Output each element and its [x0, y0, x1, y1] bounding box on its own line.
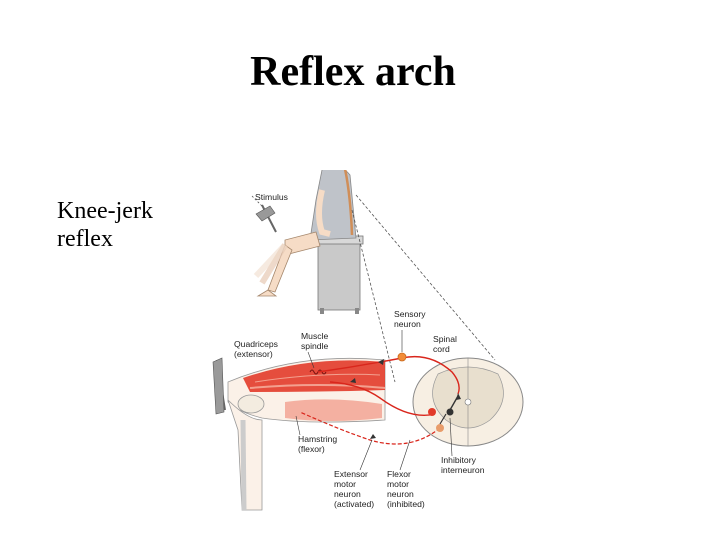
svg-text:spindle: spindle	[301, 341, 328, 351]
svg-text:motor: motor	[387, 479, 409, 489]
spinal-cord-section	[413, 358, 523, 446]
slide-title: Reflex arch	[0, 48, 706, 96]
svg-text:Quadriceps: Quadriceps	[234, 339, 278, 349]
label-spinal-cord: Spinal cord	[433, 334, 457, 354]
reflex-diagram: Stimulus Quadriceps (extensor) Muscle sp…	[200, 170, 720, 520]
svg-text:Flexor: Flexor	[387, 469, 411, 479]
label-sensory-neuron: Sensory neuron	[394, 309, 426, 329]
svg-text:neuron: neuron	[394, 319, 421, 329]
svg-text:Extensor: Extensor	[334, 469, 368, 479]
svg-text:motor: motor	[334, 479, 356, 489]
label-stimulus: Stimulus	[255, 192, 288, 202]
svg-text:(flexor): (flexor)	[298, 444, 325, 454]
label-hamstring: Hamstring (flexor)	[298, 434, 337, 454]
svg-text:(inhibited): (inhibited)	[387, 499, 425, 509]
zoom-lines	[352, 195, 495, 382]
svg-text:Muscle: Muscle	[301, 331, 328, 341]
side-label: Knee-jerk reflex	[57, 197, 207, 253]
svg-text:Spinal: Spinal	[433, 334, 457, 344]
label-quadriceps: Quadriceps (extensor)	[234, 339, 278, 359]
svg-text:Inhibitory: Inhibitory	[441, 455, 477, 465]
side-label-line-1: Knee-jerk	[57, 197, 207, 225]
label-inhibitory-interneuron: Inhibitory interneuron	[441, 455, 485, 475]
svg-text:neuron: neuron	[334, 489, 361, 499]
label-muscle-spindle: Muscle spindle	[301, 331, 328, 351]
label-extensor-motor-neuron: Extensor motor neuron (activated)	[334, 469, 374, 509]
svg-text:neuron: neuron	[387, 489, 414, 499]
side-label-line-2: reflex	[57, 225, 207, 253]
svg-text:(extensor): (extensor)	[234, 349, 273, 359]
label-flexor-motor-neuron: Flexor motor neuron (inhibited)	[387, 469, 425, 509]
svg-text:interneuron: interneuron	[441, 465, 485, 475]
svg-text:(activated): (activated)	[334, 499, 374, 509]
svg-text:cord: cord	[433, 344, 450, 354]
svg-text:Sensory: Sensory	[394, 309, 426, 319]
svg-text:Hamstring: Hamstring	[298, 434, 337, 444]
